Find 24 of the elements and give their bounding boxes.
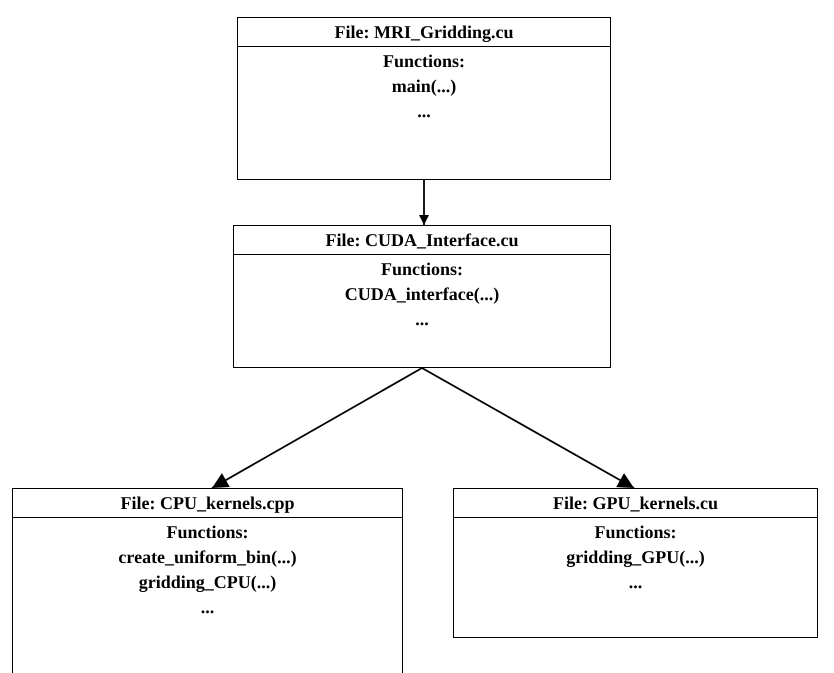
section-heading: Functions: <box>380 258 463 281</box>
function-name: ... <box>415 308 429 331</box>
function-name: gridding_CPU(...) <box>138 571 276 594</box>
section-heading: Functions: <box>382 50 465 73</box>
function-name: ... <box>200 596 214 619</box>
arrow <box>422 367 634 489</box>
file-name: File: CUDA_Interface.cu <box>324 229 520 252</box>
file-name: File: CPU_kernels.cpp <box>120 492 296 515</box>
file-name: File: GPU_kernels.cu <box>552 492 719 515</box>
file-box <box>12 488 403 673</box>
function-name: ... <box>417 100 431 123</box>
file-name: File: MRI_Gridding.cu <box>334 21 514 44</box>
function-name: main(...) <box>392 75 456 98</box>
function-name: CUDA_interface(...) <box>344 283 500 306</box>
arrow <box>419 180 429 225</box>
file-box <box>453 488 818 638</box>
arrow <box>212 367 422 489</box>
function-name: gridding_GPU(...) <box>566 546 705 569</box>
function-name: create_uniform_bin(...) <box>118 546 297 569</box>
file-box <box>233 225 611 368</box>
file-box <box>237 17 611 180</box>
section-heading: Functions: <box>166 521 248 544</box>
section-heading: Functions: <box>594 521 676 544</box>
function-name: ... <box>628 571 642 594</box>
